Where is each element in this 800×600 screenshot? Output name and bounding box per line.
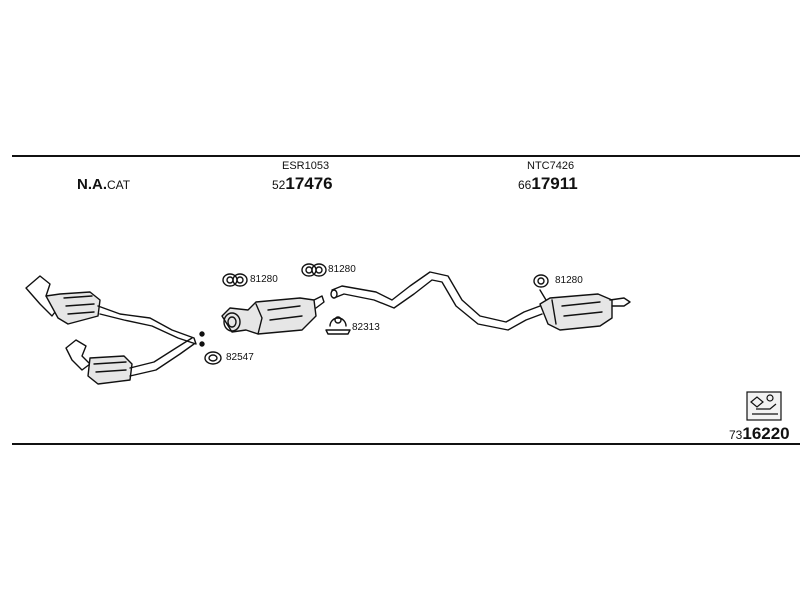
ref-rear-gasket: 81280	[555, 275, 583, 286]
ref-clamp: 82313	[352, 322, 380, 333]
bottom-divider	[12, 443, 800, 445]
na-label: N.A.	[77, 176, 107, 193]
front-ring	[204, 351, 222, 365]
middle-part-number: 5217476	[272, 174, 333, 194]
car-exhaust-kit-icon	[746, 391, 782, 421]
kit-part-main: 16220	[742, 424, 790, 443]
intermediate-pipe	[330, 271, 543, 331]
ref-mid-gasket: 81280	[250, 274, 278, 285]
front-section-label: N.A.CAT	[77, 176, 130, 193]
ref-rear-gasket-left: 81280	[328, 264, 356, 275]
front-catalyst-lower	[65, 337, 195, 385]
middle-code: ESR1053	[282, 160, 330, 172]
kit-part-prefix: 73	[729, 428, 743, 442]
rear-code: NTC7426	[527, 160, 575, 172]
middle-silencer	[221, 295, 325, 335]
clamp-part	[325, 316, 351, 335]
gasket-mid	[222, 273, 248, 287]
rear-part-number: 6617911	[518, 174, 578, 194]
kit-part-number: 7316220	[729, 424, 790, 444]
ref-front-ring: 82547	[226, 352, 254, 363]
rear-silencer	[539, 289, 631, 331]
cat-label: CAT	[107, 178, 131, 192]
middle-part-prefix: 52	[272, 178, 286, 192]
rear-part-main: 17911	[531, 174, 578, 193]
gasket-rear	[533, 274, 549, 288]
rear-part-prefix: 66	[518, 178, 532, 192]
middle-part-main: 17476	[285, 174, 333, 193]
front-catalyst-upper	[25, 275, 197, 345]
top-divider	[12, 155, 800, 157]
gasket-rear-left	[301, 263, 327, 277]
